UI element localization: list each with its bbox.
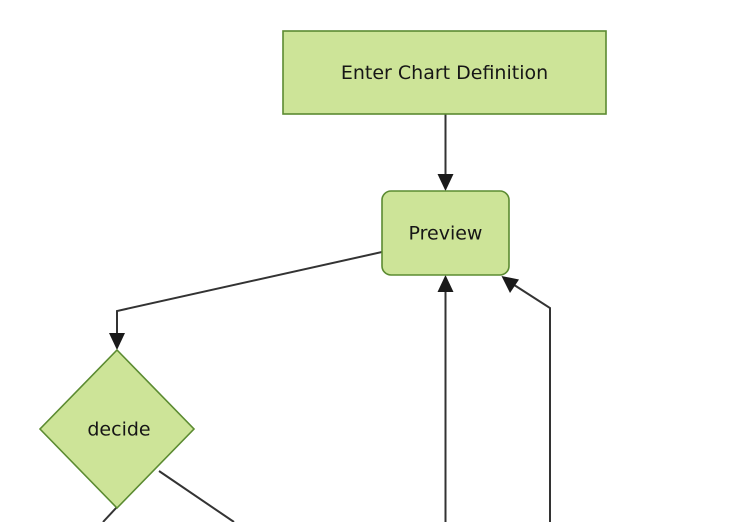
edge-bottom-center-to-preview-arrowhead: [437, 275, 454, 292]
decide-shape: [38, 348, 196, 510]
edge-bottom-center-to-preview[interactable]: [437, 275, 454, 522]
preview-shape: [381, 190, 510, 276]
edge-bottom-right-to-preview[interactable]: [501, 276, 551, 522]
edge-enter-to-preview[interactable]: [437, 114, 454, 191]
node-preview[interactable]: Preview: [381, 190, 510, 276]
enter-chart-definition-shape: [282, 30, 607, 115]
edge-decide-bottom-left-line: [102, 506, 118, 522]
edge-enter-to-preview-arrowhead: [437, 174, 454, 191]
edge-preview-to-decide-arrowhead: [109, 333, 125, 350]
edge-decide-bottom-left[interactable]: [102, 506, 118, 522]
edge-preview-to-decide[interactable]: [109, 251, 383, 350]
node-decide[interactable]: decide: [38, 348, 196, 510]
edge-decide-bottom-right[interactable]: [158, 470, 235, 522]
node-enter-chart-definition[interactable]: Enter Chart Definition: [282, 30, 607, 115]
preview-label: Preview: [409, 223, 483, 245]
edge-bottom-right-to-preview-arrowhead: [501, 276, 519, 293]
enter-chart-definition-label: Enter Chart Definition: [341, 62, 548, 84]
edge-decide-bottom-right-line: [158, 470, 235, 522]
decide-label: decide: [87, 419, 150, 441]
edge-group: [102, 114, 551, 522]
edge-preview-to-decide-line: [116, 251, 383, 342]
edge-bottom-right-to-preview-line: [507, 280, 551, 522]
